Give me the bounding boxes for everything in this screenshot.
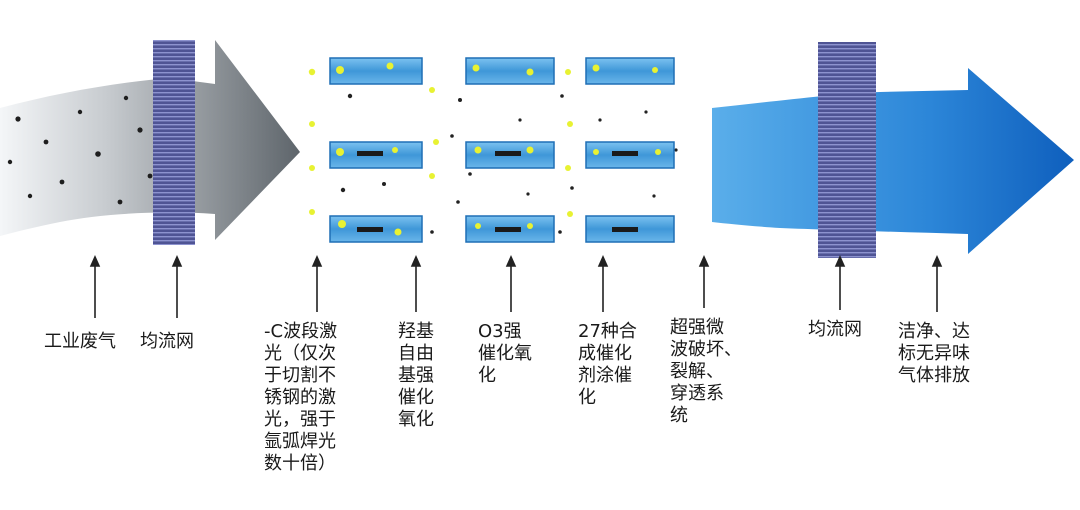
catalyst-sparks xyxy=(308,62,661,236)
label-c-band-laser: -C波段激 光（仅次 于切割不 锈钢的激 光，强于 氩弧焊光 数十倍） xyxy=(264,321,338,474)
catalyst-modules xyxy=(329,57,675,243)
label-industrial-exhaust: 工业废气 xyxy=(44,331,116,352)
inlet-particles xyxy=(7,95,153,205)
label-hydroxyl-oxidation: 羟基 自由 基强 催化 氧化 xyxy=(398,321,434,430)
module-electrodes xyxy=(357,151,638,232)
label-catalyst-coating: 27种合 成催化 剂涂催 化 xyxy=(578,321,637,408)
label-clean-discharge: 洁净、达 标无异味 气体排放 xyxy=(898,321,970,386)
pointer-lines xyxy=(89,255,943,318)
label-flow-mesh-1: 均流网 xyxy=(140,331,194,352)
label-flow-mesh-2: 均流网 xyxy=(808,319,862,340)
mesh-panel-right xyxy=(818,42,876,258)
outlet-arrow xyxy=(712,68,1074,254)
zone-particles xyxy=(340,93,678,234)
label-microwave-system: 超强微 波破坏、 裂解、 穿透系 统 xyxy=(670,317,742,426)
label-o3-oxidation: O3强 催化氧 化 xyxy=(478,321,532,386)
mesh-panel-left xyxy=(153,40,195,245)
inlet-arrow xyxy=(0,40,300,240)
